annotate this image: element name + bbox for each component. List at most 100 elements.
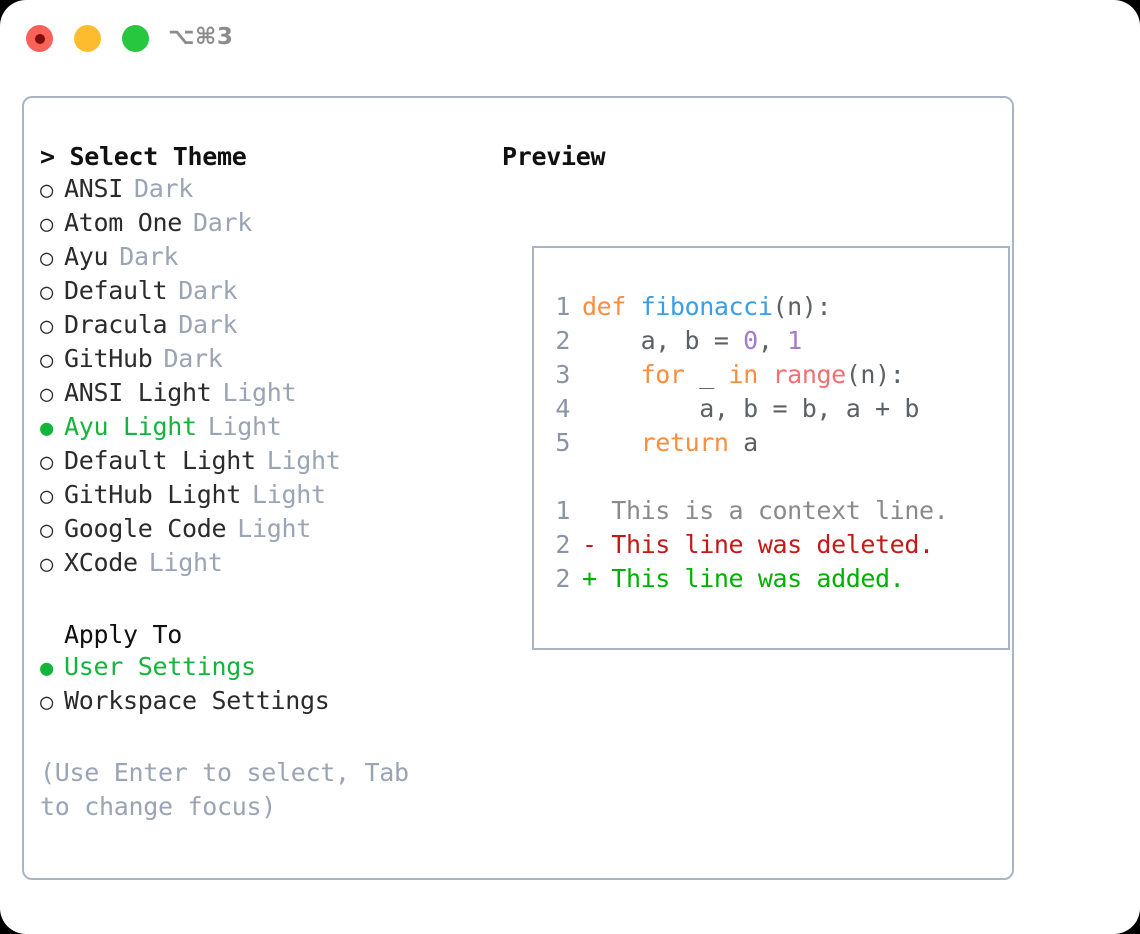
theme-name-label: XCode <box>64 548 138 577</box>
code-token: , <box>757 326 788 355</box>
close-button-icon[interactable] <box>26 25 53 52</box>
code-token: a, b = b, a + b <box>582 394 919 423</box>
line-number: 1 <box>555 292 570 321</box>
radio-unselected-icon: ○ <box>40 212 53 237</box>
code-token: a <box>728 428 758 457</box>
code-token: (n): <box>845 360 905 389</box>
radio-unselected-icon: ○ <box>40 382 53 407</box>
line-number: 4 <box>555 394 570 423</box>
title-bar: ⌥⌘3 <box>0 0 1140 78</box>
theme-list-item[interactable]: ○ ANSI Light Light <box>40 378 490 412</box>
traffic-light-controls <box>26 25 149 52</box>
theme-variant-badge: Dark <box>119 242 179 271</box>
code-token: a, b = <box>582 326 744 355</box>
theme-list-item[interactable]: ○ Google Code Light <box>40 514 490 548</box>
theme-list-item[interactable]: ○ ANSI Dark <box>40 174 490 208</box>
code-line-text: return a <box>582 426 759 460</box>
code-line: 3 for _ in range(n): <box>548 358 948 392</box>
line-number: 2 <box>555 564 570 593</box>
apply-to-header: Apply To <box>64 620 183 649</box>
line-number: 2 <box>555 326 570 355</box>
radio-selected-icon: ● <box>40 656 53 681</box>
theme-variant-badge: Dark <box>193 208 253 237</box>
apply-to-item[interactable]: ○Workspace Settings <box>40 686 490 720</box>
radio-unselected-icon: ○ <box>40 178 53 203</box>
code-token: 0 <box>743 326 758 355</box>
diff-line: 2 + This line was added. <box>548 562 948 596</box>
diff-line-text: - This line was deleted. <box>582 530 934 559</box>
theme-name-label: Atom One <box>64 208 183 237</box>
code-line-text: a, b = b, a + b <box>582 392 919 426</box>
radio-unselected-icon: ○ <box>40 484 53 509</box>
theme-variant-badge: Dark <box>178 310 238 339</box>
line-number: 1 <box>555 496 570 525</box>
section-spacer <box>40 582 490 618</box>
code-token <box>582 428 641 457</box>
radio-unselected-icon: ○ <box>40 518 53 543</box>
radio-unselected-icon: ○ <box>40 690 53 715</box>
code-token: 1 <box>787 326 802 355</box>
code-line: 1 def fibonacci(n): <box>548 290 948 324</box>
line-number: 2 <box>555 530 570 559</box>
code-token <box>758 360 773 389</box>
theme-variant-badge: Light <box>222 378 297 407</box>
code-line: 4 a, b = b, a + b <box>548 392 948 426</box>
theme-variant-badge: Dark <box>134 174 194 203</box>
theme-list-item[interactable]: ○ Ayu Dark <box>40 242 490 276</box>
radio-unselected-icon: ○ <box>40 314 53 339</box>
diff-line-text: + This line was added. <box>582 564 905 593</box>
theme-name-label: Ayu <box>64 242 109 271</box>
code-token: range <box>772 360 847 389</box>
code-token: def <box>582 292 641 321</box>
keyboard-hint-text: (Use Enter to select, Tab to change focu… <box>40 758 409 821</box>
recording-indicator-icon <box>34 33 45 44</box>
theme-variant-badge: Light <box>148 548 223 577</box>
radio-unselected-icon: ○ <box>40 280 53 305</box>
radio-unselected-icon: ○ <box>40 450 53 475</box>
theme-name-label: ANSI Light <box>64 378 212 407</box>
apply-to-item[interactable]: ●User Settings <box>40 652 490 686</box>
theme-variant-badge: Dark <box>163 344 223 373</box>
code-token: fibonacci <box>640 292 773 321</box>
code-token: in <box>728 360 759 389</box>
code-token: _ <box>684 360 729 389</box>
code-token: return <box>640 428 729 457</box>
radio-unselected-icon: ○ <box>40 348 53 373</box>
keyboard-shortcut-label: ⌥⌘3 <box>168 24 234 50</box>
theme-variant-badge: Dark <box>178 276 238 305</box>
diff-line: 1 This is a context line. <box>548 494 948 528</box>
preview-header: Preview <box>502 142 606 171</box>
theme-name-label: Google Code <box>64 514 227 543</box>
radio-selected-icon: ● <box>40 416 53 441</box>
theme-variant-badge: Light <box>252 480 326 509</box>
zoom-button-icon[interactable] <box>122 25 149 52</box>
theme-list-item[interactable]: ○ Atom One Dark <box>40 208 490 242</box>
theme-name-label: Default Light <box>64 446 256 475</box>
code-token: for <box>640 360 685 389</box>
theme-name-label: GitHub <box>64 344 153 373</box>
theme-variant-badge: Light <box>237 514 312 543</box>
select-theme-header: > Select Theme <box>40 142 247 171</box>
line-number: 3 <box>555 360 570 389</box>
code-line: 2 a, b = 0, 1 <box>548 324 948 358</box>
radio-unselected-icon: ○ <box>40 246 53 271</box>
code-blank-line <box>548 460 948 494</box>
code-line-text: def fibonacci(n): <box>582 290 831 324</box>
theme-name-label: ANSI <box>64 174 124 203</box>
theme-list-item[interactable]: ○ GitHub Dark <box>40 344 490 378</box>
apply-to-list[interactable]: ●User Settings○Workspace Settings <box>40 652 490 720</box>
minimize-button-icon[interactable] <box>74 25 101 52</box>
